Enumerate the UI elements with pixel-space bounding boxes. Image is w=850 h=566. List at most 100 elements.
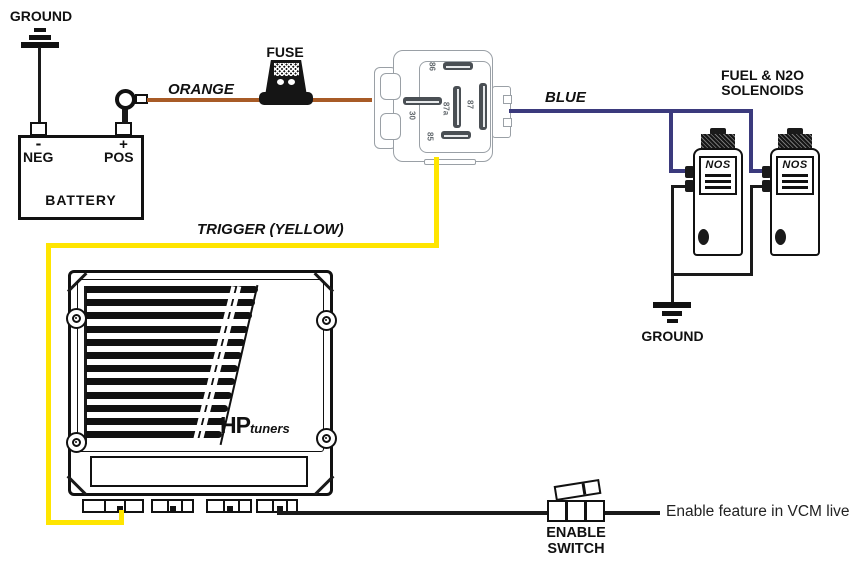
solenoid-ground-wire (750, 185, 753, 276)
heatsink-fin (86, 312, 252, 320)
case-bottom-lip (90, 456, 308, 487)
connector-pin (277, 506, 283, 512)
device-connector (82, 499, 144, 513)
nos-logo-bar (705, 179, 731, 183)
solenoid-top-fitting (710, 128, 726, 135)
heatsink-fin (86, 338, 245, 346)
enable-switch-icon (547, 500, 605, 522)
nos-logo: NOS (782, 159, 808, 171)
screw-icon (315, 309, 337, 331)
relay-pin-87a-label: 87a (441, 101, 451, 116)
device-logo: HPtuners (220, 412, 290, 439)
vcm-note-text: Enable feature in VCM live (666, 503, 850, 520)
solenoid-top-fitting (787, 128, 803, 135)
relay-mount-hole (380, 73, 401, 100)
solenoid-port-dot (775, 229, 786, 245)
solenoid-ground-wire (671, 185, 687, 188)
relay-pin-30-label: 30 (407, 111, 417, 120)
heatsink-fin (86, 365, 238, 373)
fuse-detail-dot (277, 79, 284, 85)
fuse-hatch-pattern (274, 63, 299, 76)
heatsink-fin (86, 299, 255, 307)
yellow-trigger-wire (46, 243, 51, 525)
relay-pin-87-label: 87 (465, 100, 475, 109)
relay-pin-30-slot (403, 97, 442, 105)
device-logo-tuners: tuners (249, 421, 290, 436)
device-connector (151, 499, 194, 513)
yellow-trigger-wire (46, 243, 439, 248)
ground-wire (37, 47, 41, 123)
switch-wire (277, 511, 547, 515)
heatsink-fin (86, 404, 228, 412)
solenoid-ground-wire (750, 185, 764, 188)
blue-wire (509, 109, 753, 113)
blue-wire-branch (749, 169, 766, 173)
relay-pin-87-slot (479, 83, 487, 130)
enable-switch-label-line2: SWITCH (547, 541, 605, 557)
solenoid-terminal (685, 166, 694, 178)
nos-logo-box: NOS (699, 156, 737, 195)
solenoid-ground-wire (671, 185, 674, 305)
ground-top-label: GROUND (9, 8, 73, 24)
battery-box (18, 135, 144, 220)
relay-mount-hole (380, 113, 401, 140)
device-logo-hp: HP (220, 412, 251, 438)
ring-terminal-icon (115, 89, 136, 110)
heatsink-spine (84, 286, 87, 444)
screw-icon (315, 427, 337, 449)
ground-symbol-bar (662, 311, 682, 316)
fuse-base (259, 92, 313, 105)
heatsink-fin (86, 352, 242, 359)
nos-logo-bar (782, 179, 808, 183)
solenoids-title-line2: SOLENOIDS (721, 82, 804, 98)
solenoid-port-dot (698, 229, 709, 245)
solenoid-terminal (762, 166, 771, 178)
nos-logo-bar (782, 185, 808, 189)
nos-logo-bar (705, 185, 731, 189)
terminal-post-wire (122, 108, 128, 124)
solenoid-cap (701, 134, 735, 149)
relay-pin-86-slot (443, 62, 473, 70)
blue-wire-branch (749, 109, 753, 173)
blue-wire-label: BLUE (545, 89, 586, 106)
yellow-trigger-wire (119, 510, 124, 523)
heatsink-fin (86, 418, 225, 425)
ground-symbol-bar (21, 41, 59, 48)
nos-logo-bar (705, 173, 731, 177)
battery-minus-sign: - (35, 134, 42, 153)
switch-rocker-flap (553, 478, 602, 501)
battery-pos-label: POS (104, 149, 134, 165)
connector-pin (117, 506, 123, 512)
ground-symbol-bar (653, 302, 691, 308)
relay-pin-85-slot (441, 131, 471, 139)
device-connector (206, 499, 252, 513)
ground-symbol-bar (29, 34, 51, 40)
ground-bottom-label: GROUND (641, 328, 704, 344)
nos-logo-bar (782, 173, 808, 177)
solenoids-title-line1: FUEL & N2O (721, 67, 804, 83)
battery-label: BATTERY (45, 192, 117, 208)
solenoid-cap (778, 134, 812, 149)
screw-icon (65, 307, 87, 329)
heatsink-fin (86, 286, 258, 293)
heatsink-fin (86, 378, 235, 386)
orange-wire-label: ORANGE (168, 81, 234, 98)
screw-icon (65, 431, 87, 453)
relay-pin-86-label: 86 (427, 62, 437, 71)
relay-tab-notch (503, 95, 512, 104)
relay-tab-notch (503, 118, 512, 127)
heatsink-fin (86, 325, 248, 333)
enable-switch-label-line1: ENABLE (546, 525, 606, 541)
fuse-detail-dot (288, 79, 295, 85)
battery-plus-sign: + (119, 136, 128, 153)
case-inner-line (77, 279, 324, 452)
nos-logo-box: NOS (776, 156, 814, 195)
ground-symbol-bar (667, 319, 678, 323)
relay-bottom-tab (424, 159, 476, 165)
relay-pin-87a-slot (453, 86, 461, 128)
solenoid-terminal (762, 180, 771, 192)
yellow-trigger-wire (434, 157, 439, 248)
nos-logo: NOS (705, 159, 731, 171)
battery-neg-label: NEG (23, 149, 54, 165)
